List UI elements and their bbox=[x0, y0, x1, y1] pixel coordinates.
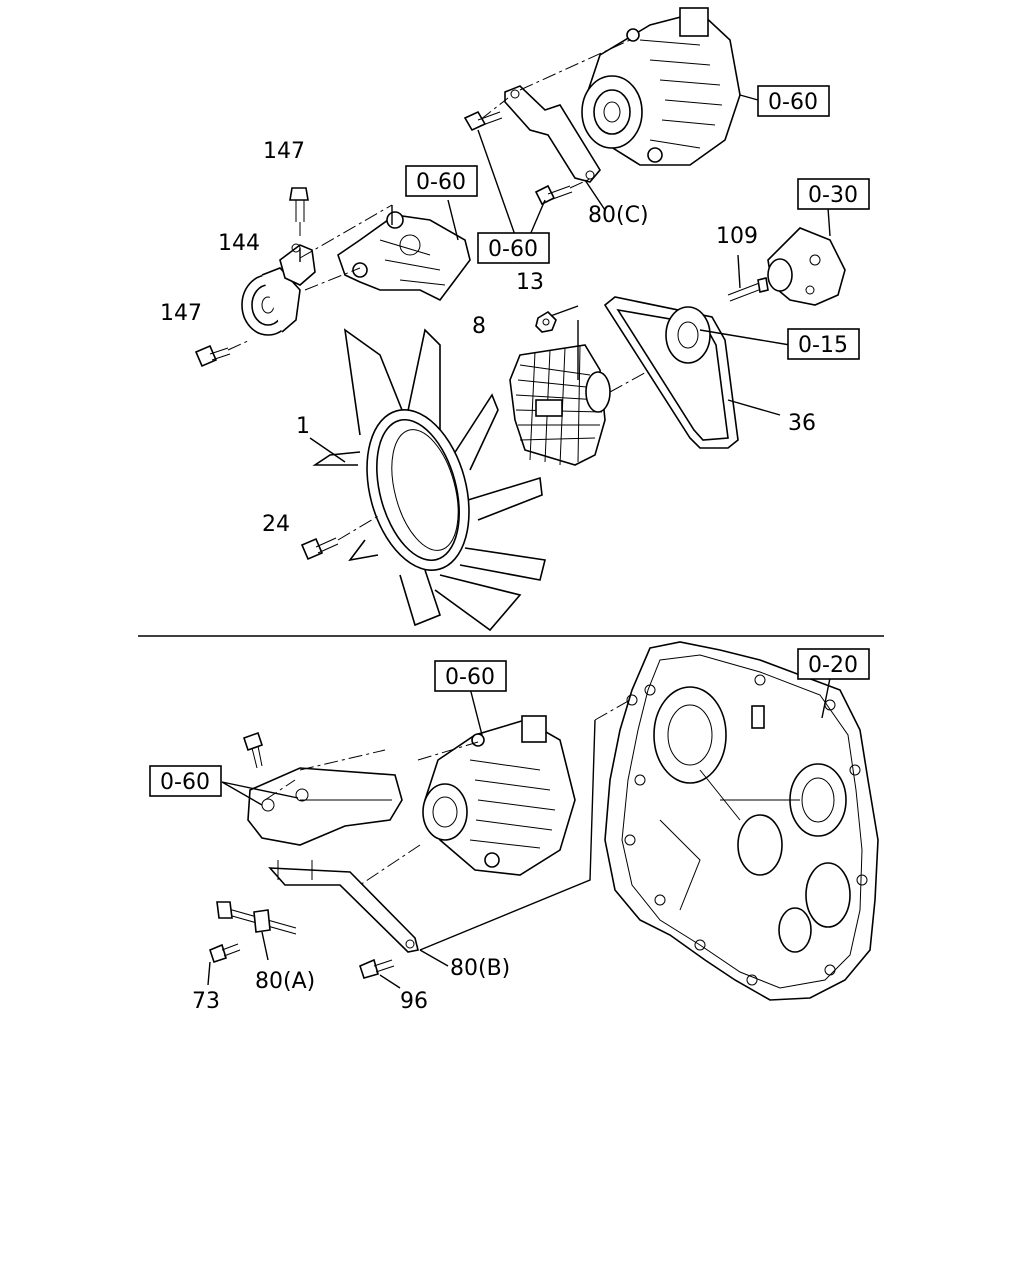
bolt-lower-top[interactable] bbox=[242, 731, 264, 769]
ref-box-belt[interactable]: 0-15 bbox=[787, 328, 860, 360]
water-pump-pulley[interactable] bbox=[665, 306, 711, 364]
callout-36: 36 bbox=[788, 411, 816, 436]
ref-box-lower-alternator[interactable]: 0-60 bbox=[434, 660, 507, 692]
ref-box-lower-left[interactable]: 0-60 bbox=[149, 765, 222, 797]
ref-label: 0-60 bbox=[488, 237, 538, 262]
ref-label: 0-20 bbox=[808, 653, 858, 678]
bolt-147-bottom[interactable] bbox=[194, 344, 231, 368]
callout-8: 8 bbox=[472, 314, 486, 339]
bolt-link-top[interactable] bbox=[463, 110, 503, 132]
bolt-link-bottom[interactable] bbox=[534, 184, 573, 206]
ref-label: 0-60 bbox=[160, 770, 210, 795]
timing-gear-case[interactable] bbox=[604, 641, 879, 1001]
fan-clutch-8[interactable] bbox=[509, 344, 611, 466]
bolt-96[interactable] bbox=[359, 958, 395, 979]
ref-box-mid[interactable]: 0-60 bbox=[477, 232, 550, 264]
idler-pulley-144[interactable] bbox=[241, 243, 316, 336]
ref-box-gear-case[interactable]: 0-20 bbox=[797, 648, 870, 680]
ref-box-bracket[interactable]: 0-60 bbox=[405, 165, 478, 197]
callout-80c: 80(C) bbox=[588, 203, 649, 228]
bolt-147-top[interactable] bbox=[289, 187, 309, 222]
nut-13[interactable] bbox=[535, 310, 557, 333]
ref-label: 0-60 bbox=[445, 665, 495, 690]
adjusting-link-80b[interactable] bbox=[268, 860, 419, 953]
callout-80a: 80(A) bbox=[255, 969, 315, 994]
water-pump[interactable] bbox=[767, 227, 846, 306]
callout-109: 109 bbox=[716, 224, 758, 249]
ref-box-top-alternator[interactable]: 0-60 bbox=[757, 85, 830, 117]
callout-144: 144 bbox=[218, 231, 260, 256]
top-alternator[interactable] bbox=[581, 7, 741, 166]
callout-96: 96 bbox=[400, 989, 428, 1014]
ref-label: 0-15 bbox=[798, 333, 848, 358]
ref-box-water-pump[interactable]: 0-30 bbox=[797, 178, 870, 210]
adjusting-link-80c[interactable] bbox=[504, 85, 601, 183]
ref-label: 0-30 bbox=[808, 183, 858, 208]
bolt-73[interactable] bbox=[209, 943, 241, 964]
callout-147-top: 147 bbox=[263, 139, 305, 164]
ref-label: 0-60 bbox=[416, 170, 466, 195]
callout-13: 13 bbox=[516, 270, 544, 295]
callout-80b: 80(B) bbox=[450, 956, 510, 981]
mounting-bracket[interactable] bbox=[337, 211, 471, 302]
lower-mounting-bracket[interactable] bbox=[247, 767, 403, 846]
ref-label: 0-60 bbox=[768, 90, 818, 115]
bolt-24[interactable] bbox=[300, 537, 339, 561]
callout-147-bottom: 147 bbox=[160, 301, 202, 326]
cooling-fan-1[interactable] bbox=[312, 328, 546, 632]
adjusting-bolt-80a[interactable] bbox=[216, 901, 297, 935]
lower-alternator[interactable] bbox=[422, 715, 576, 876]
callout-73: 73 bbox=[192, 989, 220, 1014]
stud-109[interactable] bbox=[727, 277, 769, 302]
callout-24: 24 bbox=[262, 512, 290, 537]
callout-1: 1 bbox=[296, 414, 310, 439]
